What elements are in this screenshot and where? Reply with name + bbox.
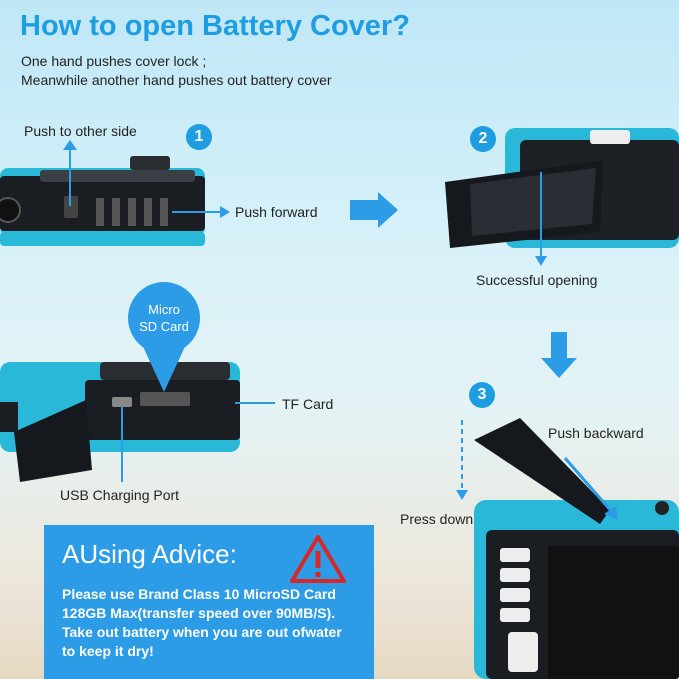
advice-line-2: 128GB Max(transfer speed over 90MB/S). (62, 605, 336, 621)
advice-heading: AUsing Advice: (62, 539, 237, 569)
successful-opening-label: Successful opening (476, 272, 598, 288)
micro-sd-label-line-2: SD Card (139, 319, 189, 334)
advice-line-1: Please use Brand Class 10 MicroSD Card (62, 586, 336, 602)
micro-sd-bubble (128, 282, 200, 354)
push-to-other-side-label: Push to other side (24, 123, 137, 139)
arrow-right-big (350, 192, 398, 228)
step-3-badge: 3 (469, 382, 495, 408)
step-1-badge: 1 (186, 124, 212, 150)
arrow-down-big (541, 332, 577, 378)
advice-text: Please use Brand Class 10 MicroSD Card 1… (62, 585, 367, 661)
advice-panel: AUsing Advice: Please use Brand Class 10… (44, 525, 374, 679)
advice-line-4: to keep it dry! (62, 643, 154, 659)
subtitle-line-2: Meanwhile another hand pushes out batter… (21, 72, 332, 88)
push-forward-label: Push forward (235, 204, 318, 220)
step-2-badge: 2 (470, 126, 496, 152)
arrow-push-backward (563, 457, 614, 513)
page-title: How to open Battery Cover? (20, 10, 410, 42)
usb-charging-port-label: USB Charging Port (60, 487, 180, 503)
press-down-label: Press down (400, 511, 474, 527)
camera-back-view-3 (474, 418, 679, 679)
warning-icon (290, 535, 346, 583)
camera-open-cover-2 (445, 128, 679, 248)
camera-sd-slot-view (0, 362, 240, 482)
subtitle-line-1: One hand pushes cover lock ; (21, 53, 207, 69)
micro-sd-label-line-1: Micro (148, 302, 180, 317)
push-backward-label: Push backward (548, 425, 644, 441)
tf-card-label: TF Card (282, 396, 334, 412)
advice-line-3: Take out battery when you are out ofwate… (62, 624, 342, 640)
camera-top-view-1 (0, 156, 205, 246)
